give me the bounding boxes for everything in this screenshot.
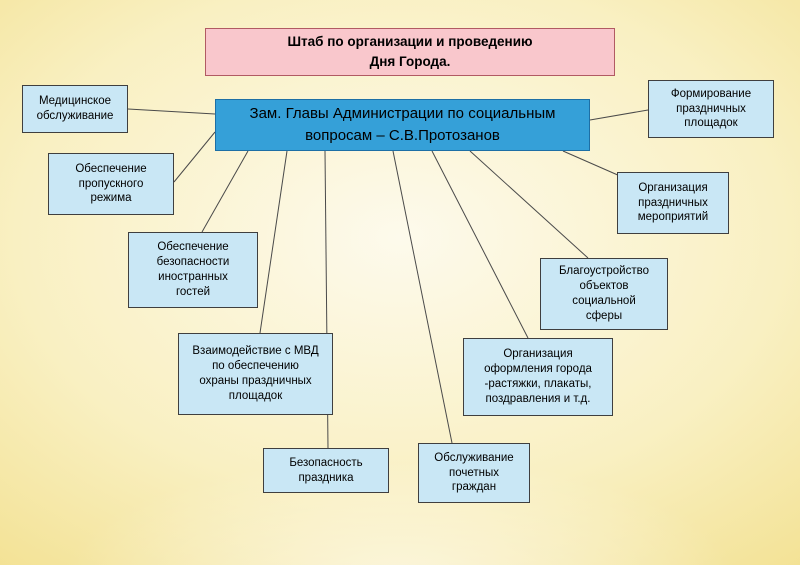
- node-festive-venues: Формирование праздничных площадок: [648, 80, 774, 138]
- node-holiday-safety: Безопасность праздника: [263, 448, 389, 493]
- connector-foreign: [201, 150, 249, 233]
- connector-access: [173, 131, 216, 183]
- node-city-decoration: Организация оформления города -растяжки,…: [463, 338, 613, 416]
- connector-improve: [469, 150, 589, 259]
- node-honored-citizens: Обслуживание почетных граждан: [418, 443, 530, 503]
- node-mvd-cooperation: Взаимодействие с МВД по обеспечению охра…: [178, 333, 333, 415]
- connector-medical: [127, 108, 216, 115]
- connector-decor: [431, 150, 529, 339]
- connector-mvd: [259, 150, 288, 334]
- header-box: Штаб по организации и проведению Дня Гор…: [205, 28, 615, 76]
- node-foreign-guests-security: Обеспечение безопасности иностранных гос…: [128, 232, 258, 308]
- connector-venues: [589, 109, 649, 121]
- connector-honored: [392, 150, 453, 444]
- node-access-control: Обеспечение пропускного режима: [48, 153, 174, 215]
- node-social-objects-improvement: Благоустройство объектов социальной сфер…: [540, 258, 668, 330]
- center-box-deputy-head: Зам. Главы Администрации по социальным в…: [215, 99, 590, 151]
- connector-events: [562, 150, 621, 177]
- node-festive-events: Организация праздничных мероприятий: [617, 172, 729, 234]
- node-medical-service: Медицинское обслуживание: [22, 85, 128, 133]
